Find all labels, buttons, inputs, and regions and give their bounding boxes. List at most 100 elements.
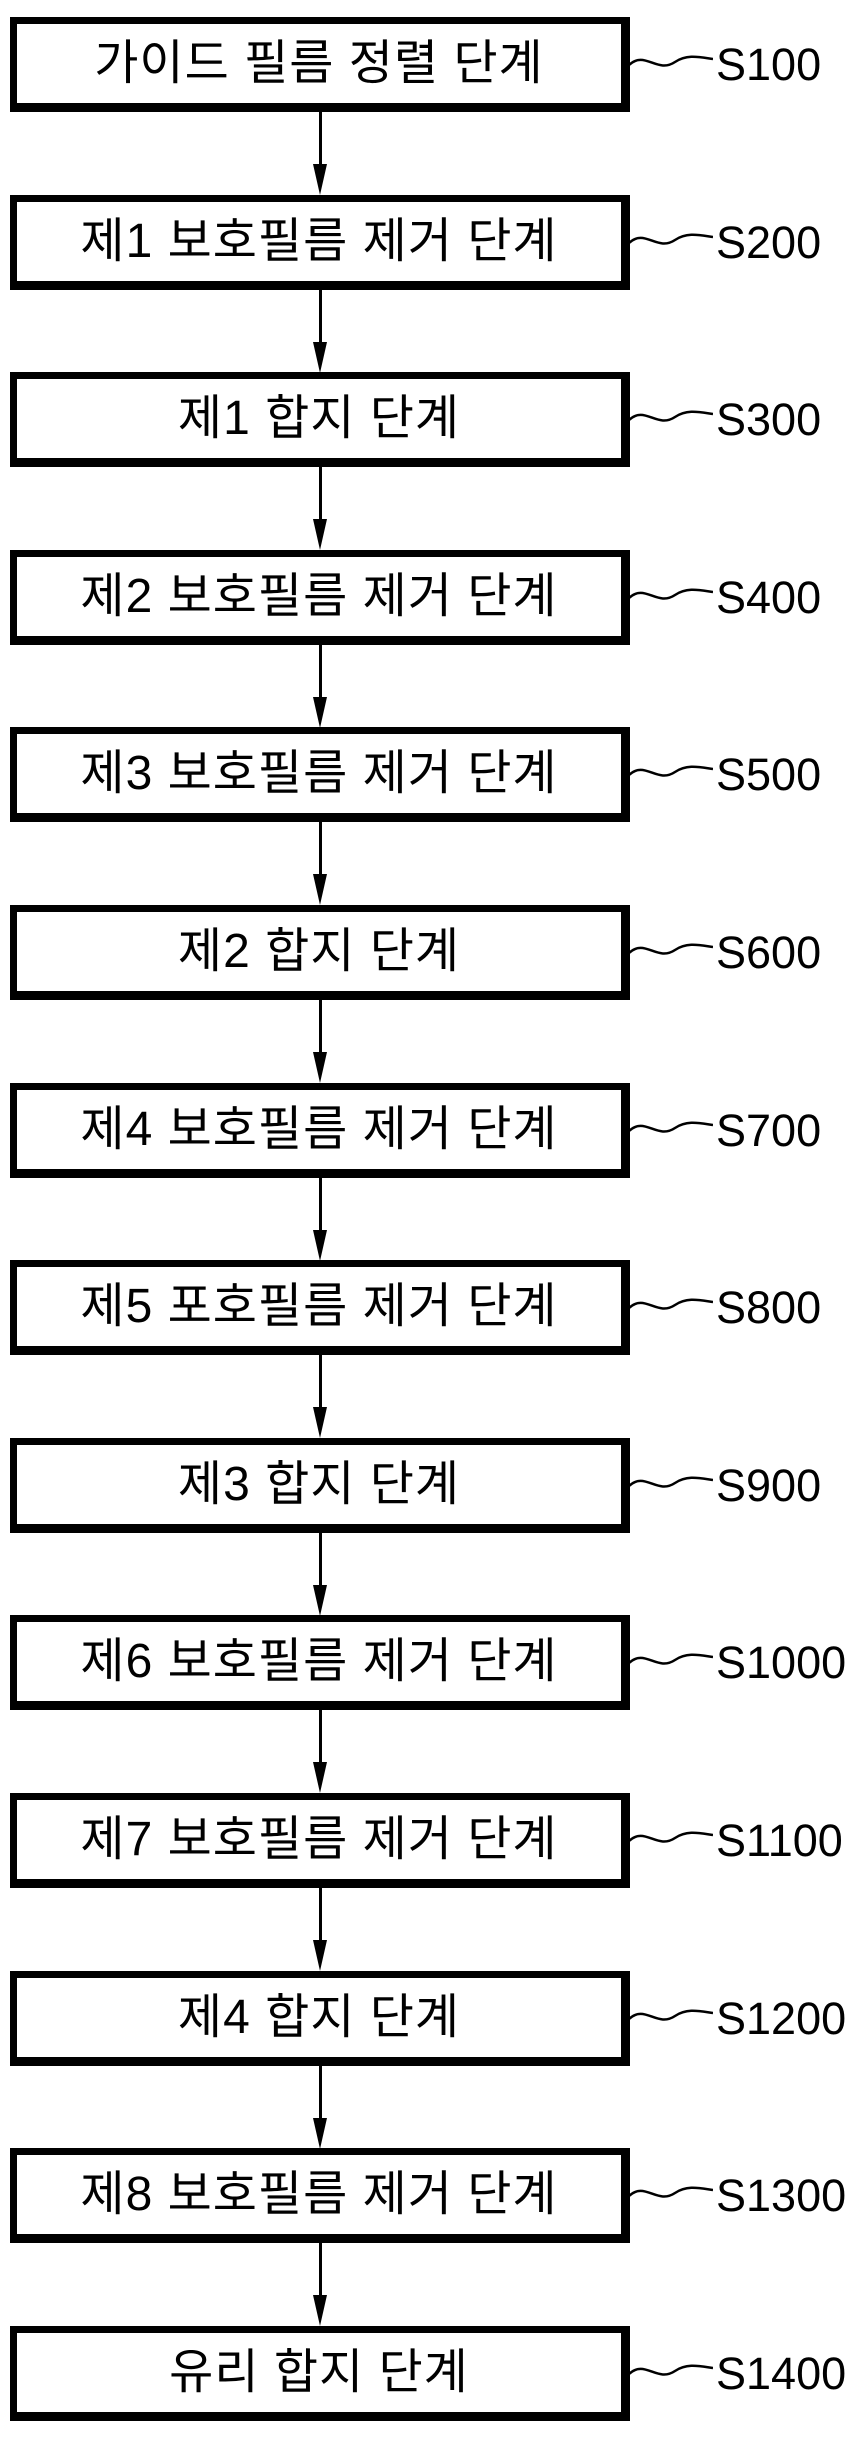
down-arrow <box>313 1178 327 1261</box>
down-arrow <box>313 2243 327 2326</box>
step-ref-label: S700 <box>716 1105 822 1156</box>
ref-connector-line <box>629 1831 713 1843</box>
arrow-head <box>313 519 327 550</box>
flow-step: 제4 합지 단계 S1200 <box>0 1971 852 2149</box>
ref-connector-line <box>629 1653 713 1665</box>
step-label: 제3 보호필름 제거 단계 <box>80 746 558 800</box>
arrow-shaft <box>318 645 322 700</box>
step-ref-label: S400 <box>716 572 822 623</box>
down-arrow <box>313 467 327 550</box>
step-ref-label: S1000 <box>716 1637 847 1688</box>
ref-connector-line <box>629 1121 713 1133</box>
step-box: 제3 합지 단계 <box>10 1438 630 1533</box>
step-label: 제2 보호필름 제거 단계 <box>80 569 558 623</box>
arrow-head <box>313 1585 327 1616</box>
step-label: 제1 보호필름 제거 단계 <box>80 214 558 268</box>
arrow-head <box>313 1052 327 1083</box>
step-box: 제1 합지 단계 <box>10 372 630 467</box>
ref-connector-line <box>629 943 713 955</box>
step-ref-label: S1200 <box>716 1993 847 2044</box>
down-arrow <box>313 2066 327 2149</box>
step-ref-label: S300 <box>716 394 822 445</box>
arrow-head <box>313 1407 327 1438</box>
ref-connector-line <box>629 588 713 600</box>
arrow-shaft <box>318 2066 322 2121</box>
step-box: 제5 포호필름 제거 단계 <box>10 1260 630 1355</box>
arrow-shaft <box>318 1533 322 1588</box>
step-label: 제2 합지 단계 <box>177 924 461 978</box>
step-box: 제2 보호필름 제거 단계 <box>10 550 630 645</box>
arrow-head <box>313 697 327 728</box>
step-box: 가이드 필름 정렬 단계 <box>10 17 630 112</box>
ref-connector-line <box>629 55 713 67</box>
step-ref-label: S500 <box>716 749 822 800</box>
arrow-shaft <box>318 1888 322 1943</box>
arrow-shaft <box>318 1710 322 1765</box>
step-box: 제3 보호필름 제거 단계 <box>10 727 630 822</box>
down-arrow <box>313 1355 327 1438</box>
step-ref-label: S600 <box>716 927 822 978</box>
arrow-shaft <box>318 1355 322 1410</box>
step-ref-label: S200 <box>716 217 822 268</box>
down-arrow <box>313 1533 327 1616</box>
step-label: 제8 보호필름 제거 단계 <box>80 2167 558 2221</box>
arrow-shaft <box>318 290 322 345</box>
flow-step: 제6 보호필름 제거 단계 S1000 <box>0 1615 852 1793</box>
arrow-shaft <box>318 2243 322 2298</box>
ref-connector-line <box>629 2364 713 2376</box>
flow-step: 제3 합지 단계 S900 <box>0 1438 852 1616</box>
ref-connector-line <box>629 410 713 422</box>
step-ref-label: S1100 <box>716 1815 843 1866</box>
arrow-shaft <box>318 822 322 877</box>
step-box: 제6 보호필름 제거 단계 <box>10 1615 630 1710</box>
arrow-head <box>313 1762 327 1793</box>
step-label: 제4 합지 단계 <box>177 1990 461 2044</box>
flow-step: 가이드 필름 정렬 단계 S100 <box>0 17 852 195</box>
arrow-head <box>313 2295 327 2326</box>
arrow-shaft <box>318 1178 322 1233</box>
flow-step: 제4 보호필름 제거 단계 S700 <box>0 1083 852 1261</box>
arrow-head <box>313 1940 327 1971</box>
step-label: 제5 포호필름 제거 단계 <box>80 1279 558 1333</box>
flow-step: 제5 포호필름 제거 단계 S800 <box>0 1260 852 1438</box>
flow-step: 제2 합지 단계 S600 <box>0 905 852 1083</box>
step-ref-label: S1300 <box>716 2170 847 2221</box>
ref-connector-line <box>629 2009 713 2021</box>
step-ref-label: S900 <box>716 1460 822 1511</box>
down-arrow <box>313 1710 327 1793</box>
step-label: 제1 합지 단계 <box>177 391 461 445</box>
ref-connector-line <box>629 1476 713 1488</box>
ref-connector-line <box>629 2186 713 2198</box>
down-arrow <box>313 1888 327 1971</box>
step-label: 제7 보호필름 제거 단계 <box>80 1812 558 1866</box>
flow-step: 제2 보호필름 제거 단계 S400 <box>0 550 852 728</box>
arrow-head <box>313 1230 327 1261</box>
step-box: 제4 보호필름 제거 단계 <box>10 1083 630 1178</box>
step-label: 제4 보호필름 제거 단계 <box>80 1102 558 1156</box>
step-box: 제2 합지 단계 <box>10 905 630 1000</box>
arrow-head <box>313 164 327 195</box>
step-ref-label: S800 <box>716 1282 822 1333</box>
step-box: 제1 보호필름 제거 단계 <box>10 195 630 290</box>
down-arrow <box>313 290 327 373</box>
step-label: 유리 합지 단계 <box>169 2345 469 2399</box>
step-label: 가이드 필름 정렬 단계 <box>94 36 544 90</box>
arrow-head <box>313 2118 327 2149</box>
flow-step: 제1 보호필름 제거 단계 S200 <box>0 195 852 373</box>
step-label: 제6 보호필름 제거 단계 <box>80 1634 558 1688</box>
step-ref-label: S100 <box>716 39 822 90</box>
ref-connector-line <box>629 1298 713 1310</box>
arrow-head <box>313 342 327 373</box>
flow-step: 제3 보호필름 제거 단계 S500 <box>0 727 852 905</box>
arrow-shaft <box>318 1000 322 1055</box>
ref-connector-line <box>629 765 713 777</box>
down-arrow <box>313 112 327 195</box>
ref-connector-line <box>629 233 713 245</box>
arrow-shaft <box>318 467 322 522</box>
step-box: 제8 보호필름 제거 단계 <box>10 2148 630 2243</box>
arrow-shaft <box>318 112 322 167</box>
step-ref-label: S1400 <box>716 2348 847 2399</box>
step-label: 제3 합지 단계 <box>177 1457 461 1511</box>
down-arrow <box>313 822 327 905</box>
